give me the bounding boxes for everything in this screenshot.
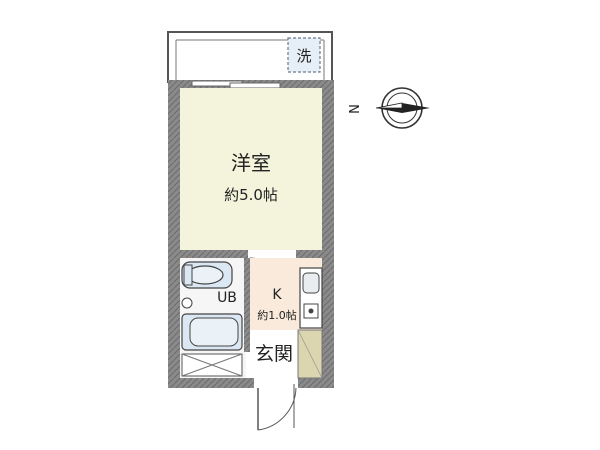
unit-bath-label: UB — [217, 290, 237, 306]
sink-icon — [181, 297, 193, 309]
washer-space: 洗 — [287, 37, 321, 73]
compass-north-label: N — [345, 104, 360, 114]
kitchen-size: 約1.0帖 — [257, 308, 297, 322]
kitchen-name: K — [272, 287, 282, 303]
room-door-opening — [248, 250, 296, 258]
kitchen: K 約1.0帖 — [250, 258, 323, 330]
kitchen-sink-icon — [302, 272, 320, 294]
balcony: 洗 — [167, 31, 333, 83]
entrance: 玄関 — [250, 329, 323, 379]
bathtub-icon — [181, 313, 243, 351]
western-room-name: 洋室 — [231, 151, 271, 175]
stove-burner-icon — [308, 308, 314, 314]
toilet-icon — [181, 261, 233, 289]
western-room-size: 約5.0帖 — [224, 186, 278, 204]
entrance-label: 玄関 — [255, 343, 293, 365]
bath-floor-pit — [181, 353, 243, 377]
unit-bath: UB — [180, 258, 250, 378]
washer-label: 洗 — [296, 47, 311, 65]
western-room: 洋室 約5.0帖 — [180, 88, 322, 250]
compass: N — [345, 87, 430, 129]
front-door — [257, 384, 297, 431]
